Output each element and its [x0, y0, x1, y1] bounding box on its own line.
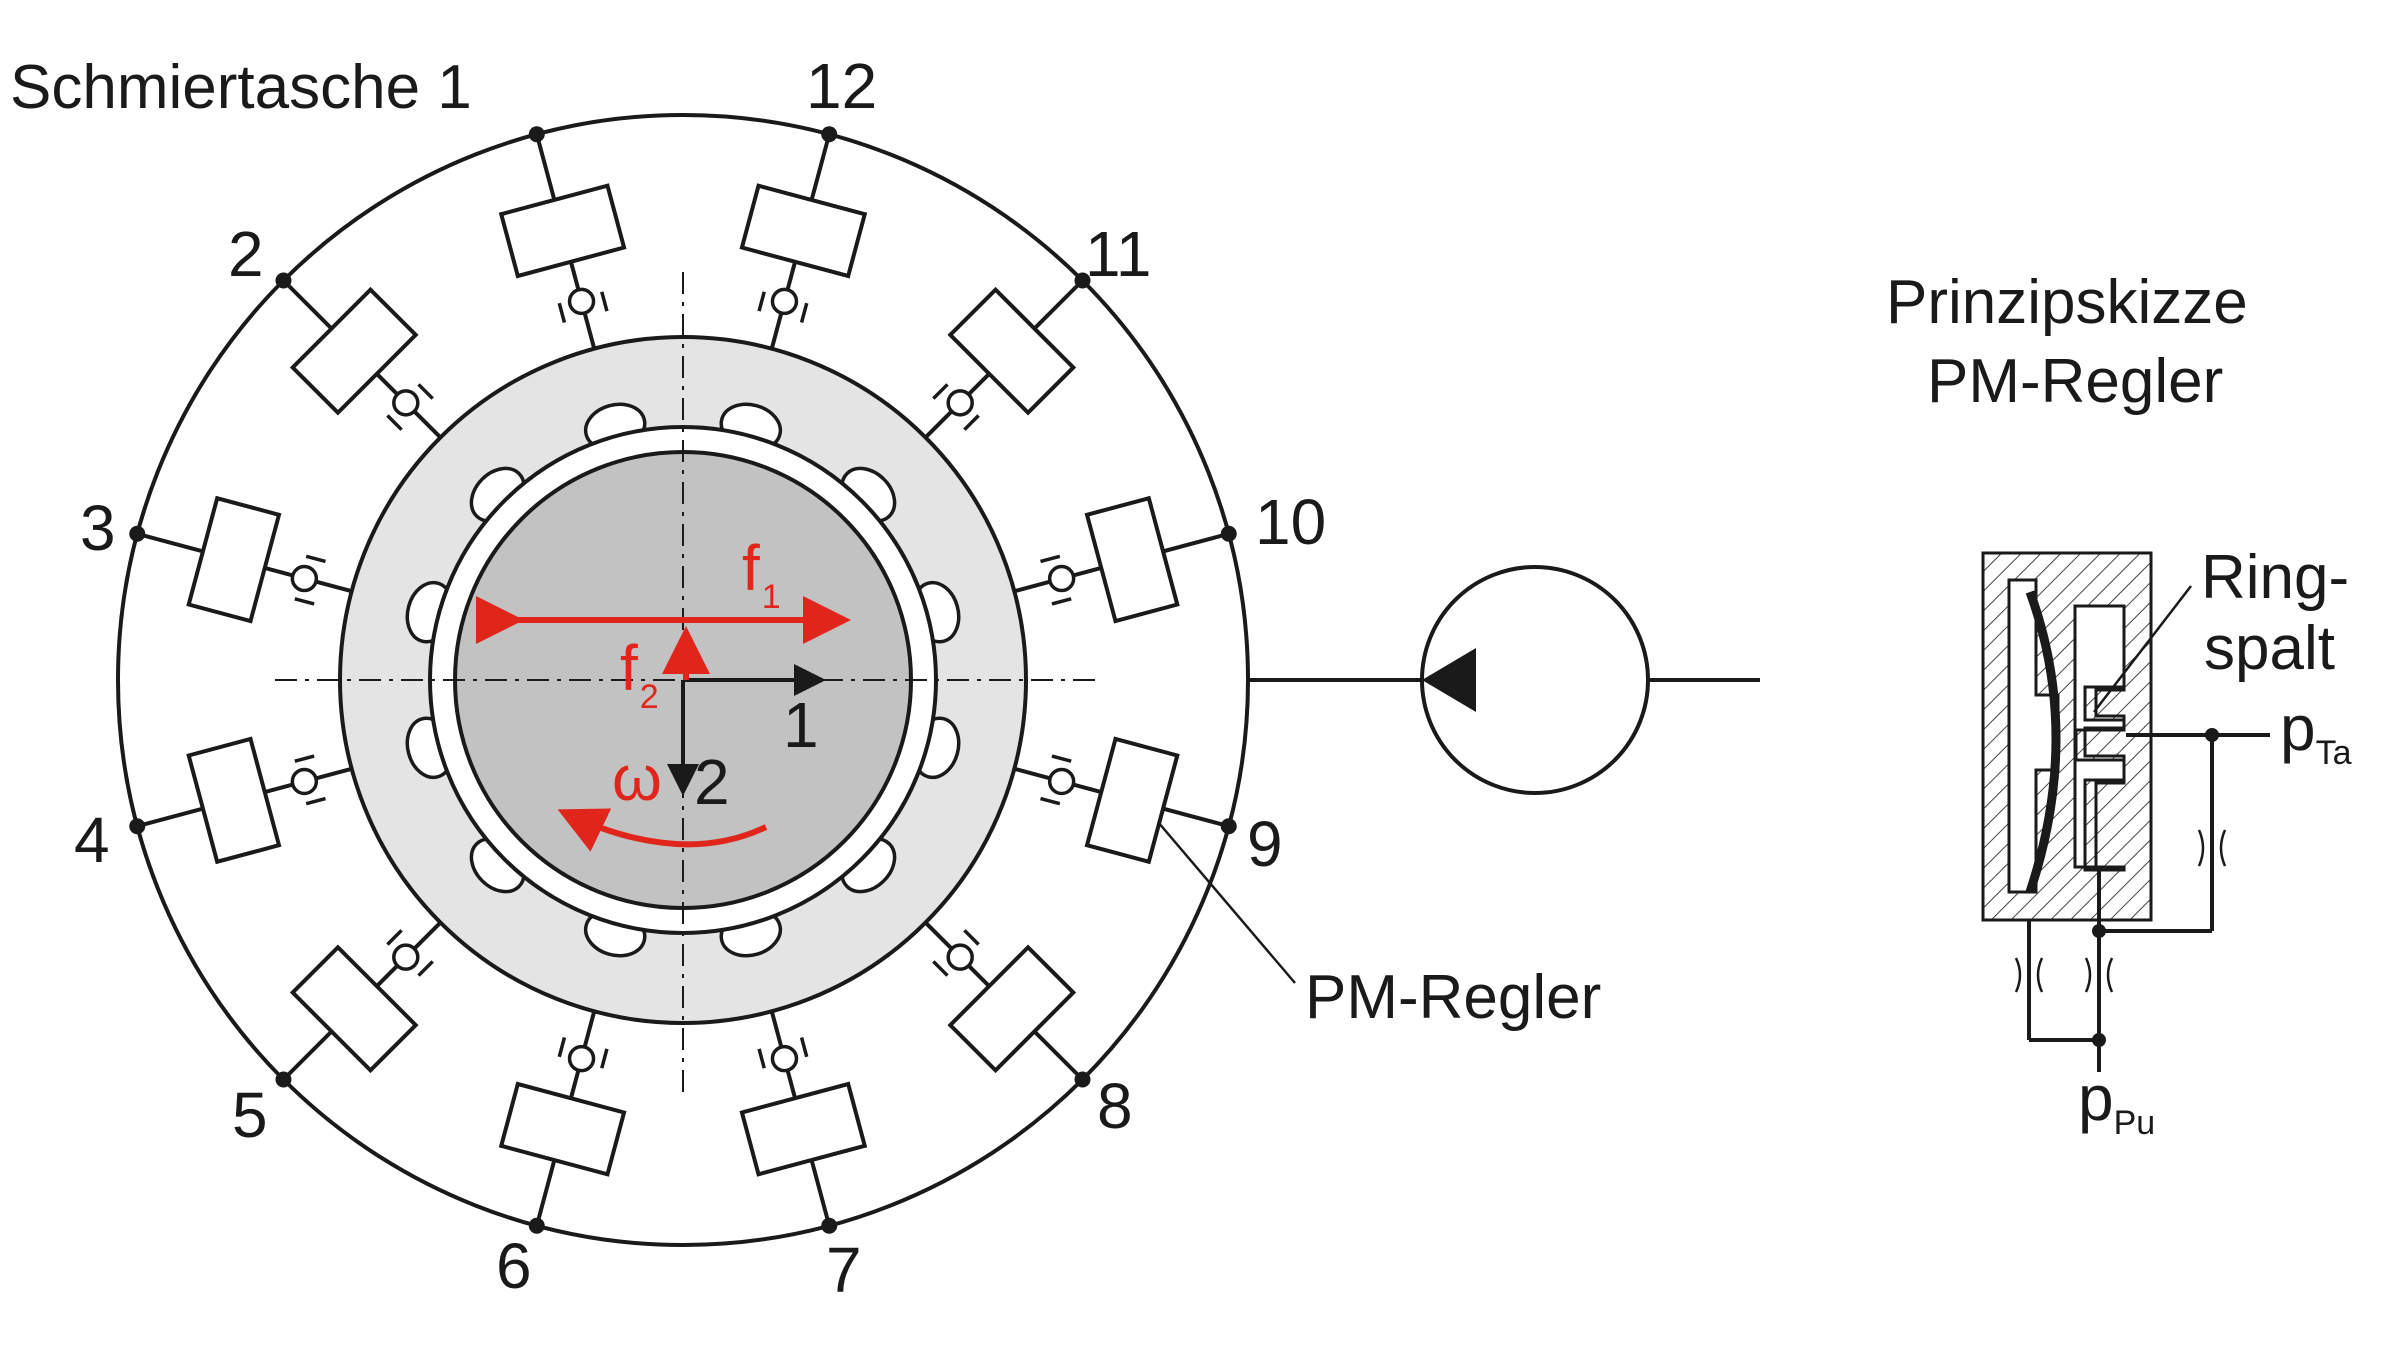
- axis-1-label: 1: [783, 689, 819, 761]
- ringspalt-label-1: Ring-: [2201, 543, 2349, 612]
- pump: [1248, 565, 1760, 795]
- lubrication-pockets: [405, 402, 961, 958]
- regulator-box: [739, 183, 868, 279]
- regulator-right-cavity: [2083, 604, 2126, 870]
- regulator-box: [289, 286, 419, 416]
- regulator-5: [275, 921, 442, 1088]
- junction-ppu: [2092, 1033, 2106, 1047]
- regulator-box: [186, 736, 282, 865]
- junction-dot: [528, 1217, 545, 1234]
- regulator-7: [739, 1010, 868, 1234]
- pocket-number-12: 12: [806, 50, 877, 122]
- check-valve-icon: [290, 564, 319, 593]
- bearing-assembly: 1 2 f1 f2 ω: [116, 113, 1250, 1247]
- regulator-box: [498, 1081, 627, 1177]
- regulator-box: [947, 286, 1077, 416]
- junction-dot: [275, 1071, 292, 1088]
- omega-label: ω: [612, 742, 662, 814]
- regulator-8: [924, 921, 1091, 1088]
- pocket-number-7: 7: [826, 1234, 862, 1306]
- junction-dot: [1074, 1071, 1091, 1088]
- regulator-9: [1013, 736, 1237, 865]
- throttle-bypass: [2197, 829, 2227, 867]
- ringspalt-leader-line: [2093, 585, 2192, 713]
- check-valve-icon: [1047, 564, 1076, 593]
- pta-label: pTa: [2280, 692, 2352, 772]
- check-valve-icon: [946, 389, 974, 417]
- sketch-title-line1: Prinzipskizze: [1886, 268, 2248, 337]
- check-valve-icon: [567, 1044, 596, 1073]
- regulator-box: [186, 495, 282, 624]
- regulator-box: [947, 944, 1077, 1074]
- junction-dot: [821, 126, 838, 143]
- rotation-arrow: [557, 808, 768, 852]
- regulator-box: [1084, 495, 1180, 624]
- junction-dot: [1074, 272, 1091, 289]
- regulator-box: [498, 183, 627, 279]
- pocket-number-5: 5: [232, 1079, 268, 1151]
- pocket-number-3: 3: [80, 492, 116, 564]
- pump-triangle: [1422, 648, 1476, 712]
- regulator-label: PM-Regler: [1305, 963, 1601, 1032]
- force-f1-label: f1: [742, 532, 781, 616]
- check-valve-icon: [770, 287, 799, 316]
- regulator-2: [275, 272, 442, 439]
- regulator-1: [498, 126, 627, 350]
- check-valve-icon: [770, 1044, 799, 1073]
- pocket-number-2: 2: [228, 218, 264, 290]
- axis-2-label: 2: [694, 746, 730, 818]
- pocket-number-4: 4: [74, 804, 110, 876]
- check-valve-icon: [392, 389, 420, 417]
- pocket-number-6: 6: [496, 1230, 532, 1302]
- junction-dot: [129, 818, 146, 835]
- regulator-group: [129, 126, 1237, 1234]
- pocket-number-9: 9: [1247, 808, 1283, 880]
- regulator-10: [1013, 495, 1237, 624]
- regulator-box: [289, 944, 419, 1074]
- junction-dot: [129, 525, 146, 542]
- regulator-6: [498, 1010, 627, 1234]
- ppu-label: pPu: [2078, 1062, 2155, 1142]
- regulator-sketch: pTa pPu Ring- spalt: [1981, 543, 2352, 1142]
- junction-dot: [821, 1217, 838, 1234]
- check-valve-icon: [946, 943, 974, 971]
- regulator-box: [1084, 736, 1180, 865]
- check-valve-icon: [290, 767, 319, 796]
- regulator-box: [739, 1081, 868, 1177]
- ringspalt-label-2: spalt: [2204, 614, 2335, 683]
- junction-dot: [528, 126, 545, 143]
- junction-dot: [1220, 525, 1237, 542]
- pocket-number-10: 10: [1255, 486, 1326, 558]
- throttle-left: [2014, 957, 2044, 993]
- regulator-3: [129, 495, 353, 624]
- regulator-12: [739, 126, 868, 350]
- throttle-center: [2084, 957, 2114, 993]
- pocket-number-8: 8: [1097, 1070, 1133, 1142]
- sketch-title-line2: PM-Regler: [1927, 347, 2223, 416]
- regulator-leader-line: [1157, 821, 1296, 984]
- regulator-11: [924, 272, 1091, 439]
- pocket-label: Schmiertasche 1: [10, 53, 472, 122]
- regulator-membrane: [2025, 590, 2061, 894]
- pocket-number-11: 11: [1085, 218, 1151, 290]
- check-valve-icon: [1047, 767, 1076, 796]
- check-valve-icon: [567, 287, 596, 316]
- junction-bottom: [2092, 924, 2106, 938]
- check-valve-icon: [392, 943, 420, 971]
- junction-dot: [275, 272, 292, 289]
- force-f2-label: f2: [620, 632, 659, 716]
- regulator-4: [129, 736, 353, 865]
- junction-dot: [1220, 818, 1237, 835]
